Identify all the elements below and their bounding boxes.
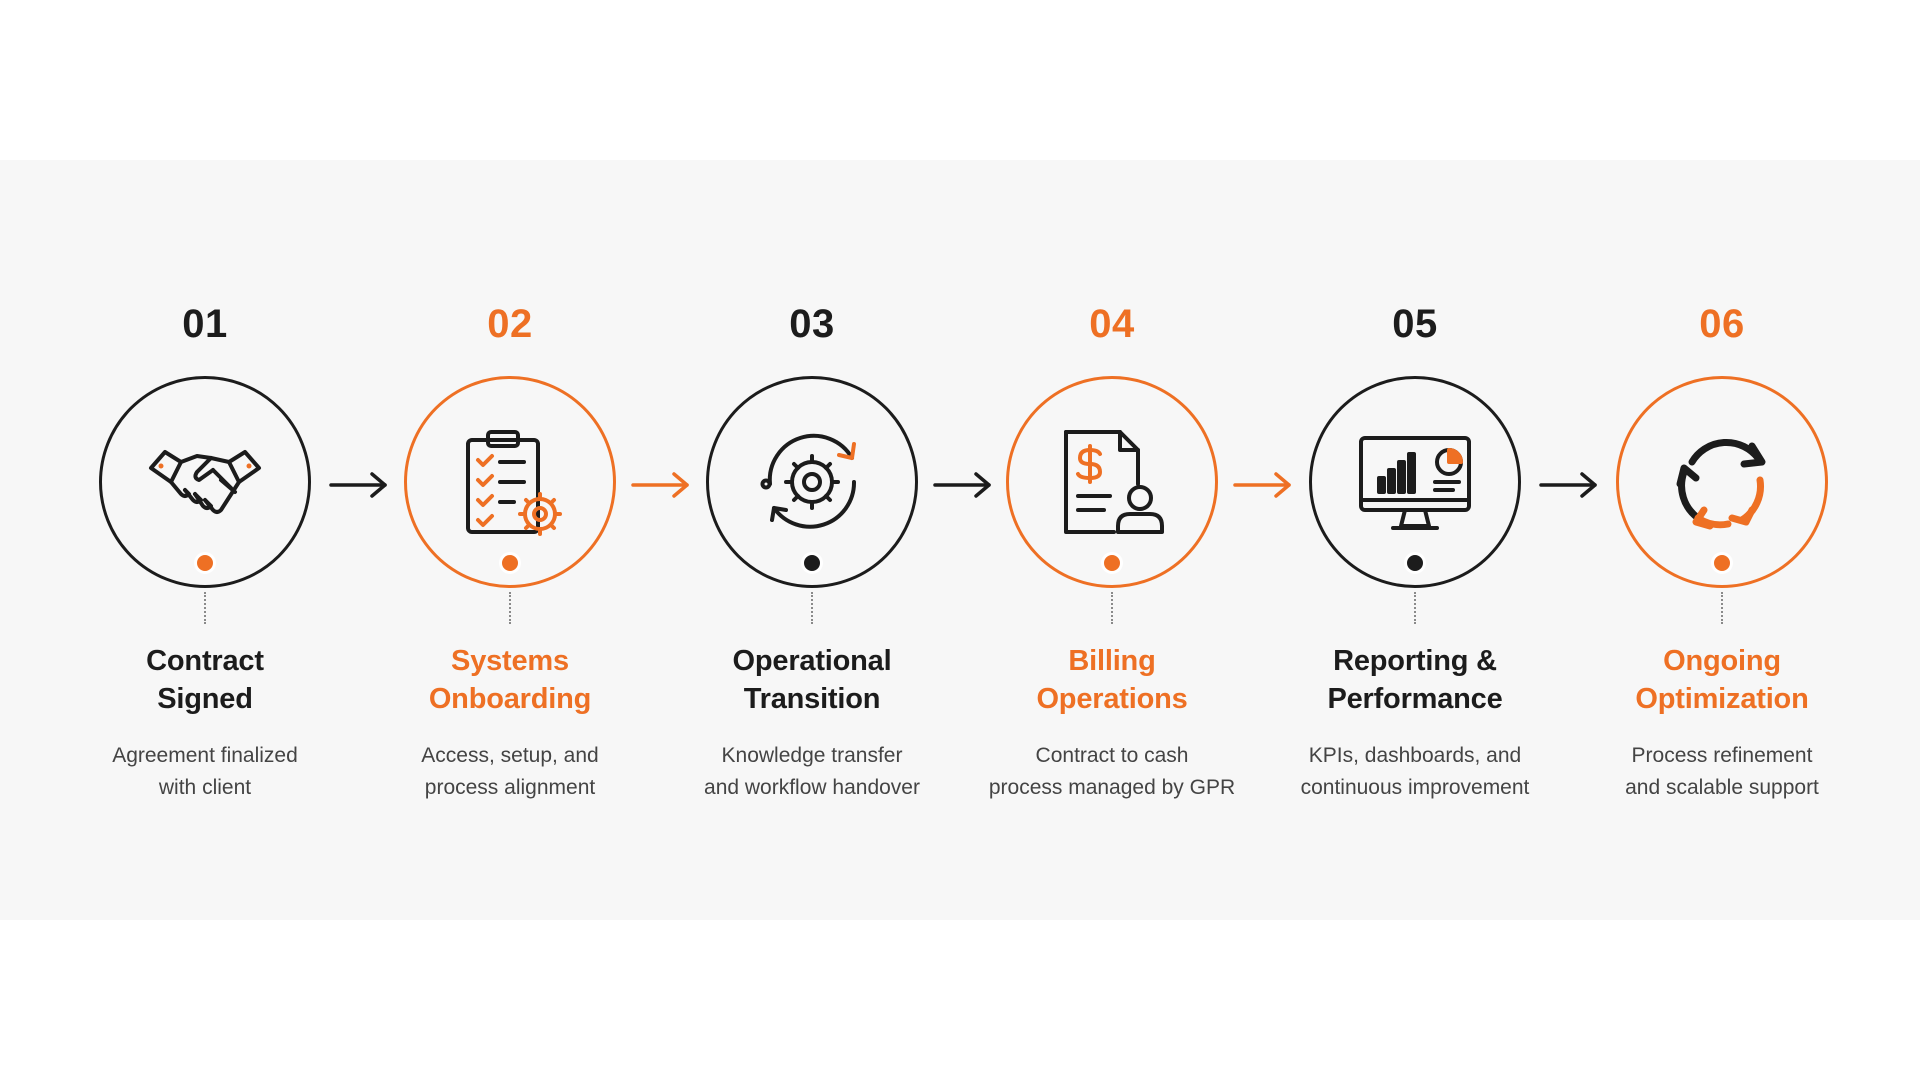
background-band	[0, 160, 1920, 920]
refresh-cycle-icon	[1676, 438, 1766, 530]
step-dot	[1711, 552, 1733, 574]
step-title: Contract Signed	[146, 645, 264, 715]
step-title: Systems Onboarding	[428, 645, 592, 715]
step-billing-operations: 04 Billing Operations Contract to cash p…	[962, 300, 1262, 804]
step-systems-onboarding: 02	[360, 300, 660, 804]
arrow-icon	[933, 472, 991, 498]
step-stem	[204, 592, 206, 624]
step-description: Knowledge transfer and workflow handover	[704, 744, 920, 799]
arrow-icon	[1233, 472, 1291, 498]
step-contract-signed: 01 Contract Signed Agreement finalized w…	[55, 300, 355, 804]
step-circle	[1006, 376, 1218, 588]
step-number: 02	[487, 302, 533, 346]
arrow-icon	[1539, 472, 1597, 498]
step-title: Reporting & Performance	[1327, 645, 1503, 715]
step-description: Agreement finalized with client	[112, 744, 298, 799]
checklist-gear-icon	[466, 430, 562, 536]
arrow-icon	[329, 472, 387, 498]
step-stem	[811, 592, 813, 624]
step-dot	[1101, 552, 1123, 574]
arrow-icon	[631, 472, 689, 498]
step-stem	[1111, 592, 1113, 624]
step-dot	[499, 552, 521, 574]
dashboard-monitor-icon	[1359, 436, 1471, 530]
step-description: Contract to cash process managed by GPR	[988, 744, 1236, 799]
step-number: 06	[1699, 302, 1745, 346]
invoice-person-icon	[1064, 430, 1164, 534]
step-title: Ongoing Optimization	[1635, 645, 1809, 715]
step-circle	[706, 376, 918, 588]
step-stem	[1414, 592, 1416, 624]
step-reporting-performance: 05 Reporting & Performance KPIs, dashboa…	[1265, 300, 1565, 804]
step-description: Process refinement and scalable support	[1625, 744, 1819, 799]
step-dot	[801, 552, 823, 574]
step-dot	[194, 552, 216, 574]
step-number: 04	[1089, 302, 1135, 346]
step-circle	[1309, 376, 1521, 588]
step-circle	[1616, 376, 1828, 588]
step-description: Access, setup, and process alignment	[421, 744, 599, 799]
gear-cycle-icon	[760, 433, 857, 529]
step-stem	[509, 592, 511, 624]
step-operational-transition: 03 Operational Transition Knowledge tran…	[662, 300, 962, 804]
handshake-icon	[149, 450, 261, 514]
step-stem	[1721, 592, 1723, 624]
step-number: 01	[182, 302, 228, 346]
step-number: 05	[1392, 302, 1438, 346]
step-title: Operational Transition	[732, 645, 892, 715]
step-dot	[1404, 552, 1426, 574]
step-description: KPIs, dashboards, and continuous improve…	[1300, 744, 1530, 799]
step-circle	[404, 376, 616, 588]
step-number: 03	[789, 302, 835, 346]
step-circle	[99, 376, 311, 588]
step-title: Billing Operations	[1036, 645, 1188, 715]
step-ongoing-optimization: 06 Ongoing Optimization Process refineme…	[1572, 300, 1872, 804]
